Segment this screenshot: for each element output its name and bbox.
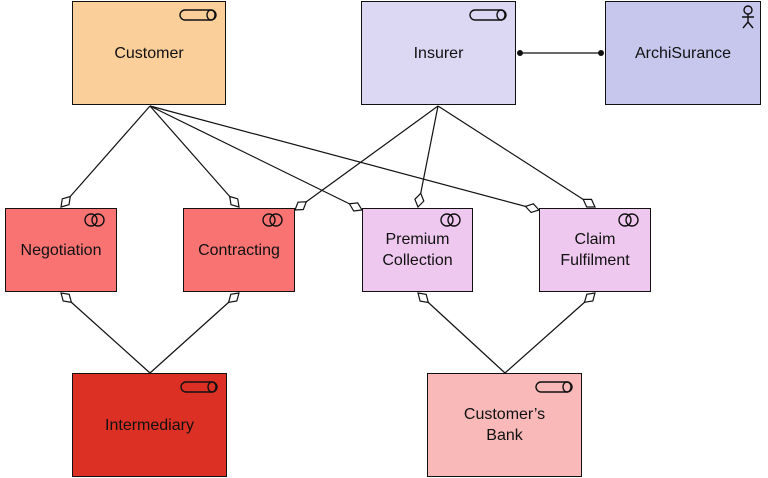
insurer-premium-aggregation-diamond <box>414 192 425 209</box>
customer-claim-aggregation-line <box>149 105 540 211</box>
premium-collection-label: Premium Collection <box>382 231 453 269</box>
claim-fulfilment-collaboration[interactable]: Claim Fulfilment <box>539 208 651 292</box>
intermediary-negotiation-aggregation-diamond <box>60 292 73 304</box>
customers-bank-label: Customer’s Bank <box>463 406 546 444</box>
archisurance-label: ArchiSurance <box>634 44 732 62</box>
claim-fulfilment-label: Claim Fulfilment <box>560 231 630 269</box>
bank-claim-aggregation-line <box>504 292 596 374</box>
customer-role[interactable]: Customer <box>72 1 226 105</box>
customer-contracting-aggregation-diamond <box>228 195 240 208</box>
collaboration-icon <box>262 213 283 227</box>
customer-contracting-aggregation-line <box>149 105 240 208</box>
collaboration-icon <box>440 213 461 227</box>
role-icon <box>535 381 573 393</box>
intermediary-role[interactable]: Intermediary <box>72 373 227 477</box>
negotiation-label: Negotiation <box>20 241 102 259</box>
customer-label: Customer <box>114 44 184 62</box>
premium-collection-collaboration[interactable]: Premium Collection <box>362 208 473 292</box>
role-icon <box>179 9 217 21</box>
role-icon <box>469 9 507 21</box>
insurer-claim-aggregation-line <box>437 105 596 208</box>
insurer-role[interactable]: Insurer <box>361 1 516 105</box>
role-icon <box>180 381 218 393</box>
customer-negotiation-aggregation-line <box>60 105 151 208</box>
assignment-end-dot <box>598 50 604 56</box>
contracting-collaboration[interactable]: Contracting <box>183 208 295 292</box>
bank-premium-aggregation-diamond <box>417 292 430 304</box>
intermediary-contracting-aggregation-line <box>149 292 240 374</box>
bank-premium-aggregation-line <box>417 292 506 374</box>
insurer-label: Insurer <box>413 44 464 62</box>
intermediary-label: Intermediary <box>105 416 194 434</box>
bank-claim-aggregation-diamond <box>583 292 596 304</box>
customer-claim-aggregation-diamond <box>524 203 541 214</box>
collaboration-icon <box>618 213 639 227</box>
customer-negotiation-aggregation-diamond <box>60 195 72 208</box>
collaboration-icon <box>84 213 105 227</box>
actor-icon <box>742 5 754 29</box>
customer-premium-aggregation-line <box>149 105 363 211</box>
contracting-label: Contracting <box>198 241 280 259</box>
customer-premium-aggregation-diamond <box>348 202 363 212</box>
archisurance-actor[interactable]: ArchiSurance <box>605 1 761 105</box>
insurer-contracting-aggregation-diamond <box>294 201 308 211</box>
negotiation-collaboration[interactable]: Negotiation <box>5 208 117 292</box>
insurer-contracting-aggregation-line <box>294 105 439 211</box>
intermediary-contracting-aggregation-diamond <box>227 292 240 304</box>
customers-bank-role[interactable]: Customer’s Bank <box>427 373 582 477</box>
intermediary-negotiation-aggregation-line <box>60 292 151 374</box>
insurer-premium-aggregation-line <box>417 105 439 208</box>
assignment-start-dot <box>517 50 523 56</box>
insurer-claim-aggregation-diamond <box>582 198 596 208</box>
